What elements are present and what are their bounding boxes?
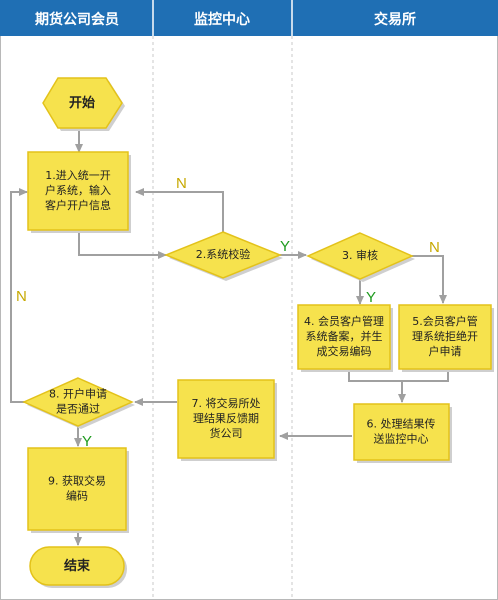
start-terminator xyxy=(42,77,123,129)
end-label: 结束 xyxy=(64,558,91,574)
label-no-step2: N xyxy=(176,175,187,192)
edge-3-to-5-no xyxy=(412,255,447,304)
lane-header-bar xyxy=(0,0,498,36)
step5-label-line: 5.会员客户管 xyxy=(412,314,478,328)
end-label-line: 结束 xyxy=(64,558,91,574)
edge-2-to-1-no xyxy=(135,188,224,232)
step1-label: 1.进入统一开户系统，输入客户开户信息 xyxy=(45,169,111,212)
step8-decision xyxy=(22,377,134,427)
start-label: 开始 xyxy=(69,95,95,111)
edge-1-to-2 xyxy=(78,232,167,259)
step8-label-line: 是否通过 xyxy=(56,403,100,416)
step3-decision xyxy=(306,232,414,280)
step1-label-line: 1.进入统一开 xyxy=(45,169,111,182)
step6-process xyxy=(353,403,450,461)
step9-label: 9. 获取交易编码 xyxy=(48,474,106,503)
step1-label-line: 户系统，输入 xyxy=(45,183,111,197)
label-yes-step2: Y xyxy=(280,238,290,255)
step7-label-line: 7. 将交易所处 xyxy=(192,396,261,410)
lane-title-exchange: 交易所 xyxy=(374,11,416,28)
step4-process xyxy=(297,304,391,370)
step5-process xyxy=(398,304,492,370)
step6-label: 6. 处理结果传送监控中心 xyxy=(367,418,436,446)
step5-label: 5.会员客户管理系统拒绝开户申请 xyxy=(412,314,478,358)
step3-label-line: 3. 审核 xyxy=(342,248,378,262)
step2-label: 2.系统校验 xyxy=(196,247,251,261)
step7-process xyxy=(177,379,275,459)
step4-label-line: 系统备案，并生 xyxy=(306,329,383,343)
step8-label-line: 8. 开户申请 xyxy=(49,387,107,401)
step8-label: 8. 开户申请是否通过 xyxy=(49,387,107,416)
step7-label-line: 理结果反馈期 xyxy=(193,412,259,425)
lane-title-monitor: 监控中心 xyxy=(194,11,250,28)
edge-8-to-1-no xyxy=(10,188,28,403)
step2-label-line: 2.系统校验 xyxy=(196,247,251,261)
step4-label-line: 4. 会员客户管理 xyxy=(304,314,384,328)
label-no-step8: N xyxy=(16,288,27,305)
step2-decision xyxy=(163,231,283,279)
step5-label-line: 户申请 xyxy=(429,344,462,358)
label-no-step3: N xyxy=(429,239,440,256)
step6-label-line: 6. 处理结果传 xyxy=(367,418,436,431)
label-yes-step3: Y xyxy=(366,289,376,306)
label-yes-step8: Y xyxy=(82,433,92,450)
step9-process xyxy=(27,447,127,531)
start-label-line: 开始 xyxy=(69,95,95,111)
step7-label-line: 货公司 xyxy=(210,426,243,440)
step4-label-line: 成交易编码 xyxy=(317,344,372,358)
edge-4-5-merge xyxy=(348,370,449,382)
step4-label: 4. 会员客户管理系统备案，并生成交易编码 xyxy=(304,314,384,358)
step5-label-line: 理系统拒绝开 xyxy=(412,329,478,343)
step7-label: 7. 将交易所处理结果反馈期货公司 xyxy=(192,396,261,440)
step6-label-line: 送监控中心 xyxy=(374,432,429,446)
step1-process xyxy=(27,151,129,231)
step9-label-line: 编码 xyxy=(66,489,88,503)
step9-label-line: 9. 获取交易 xyxy=(48,474,106,488)
lane-title-member: 期货公司会员 xyxy=(35,11,119,28)
step1-label-line: 客户开户信息 xyxy=(45,198,111,212)
step3-label: 3. 审核 xyxy=(342,248,378,262)
end-terminator xyxy=(29,546,125,586)
